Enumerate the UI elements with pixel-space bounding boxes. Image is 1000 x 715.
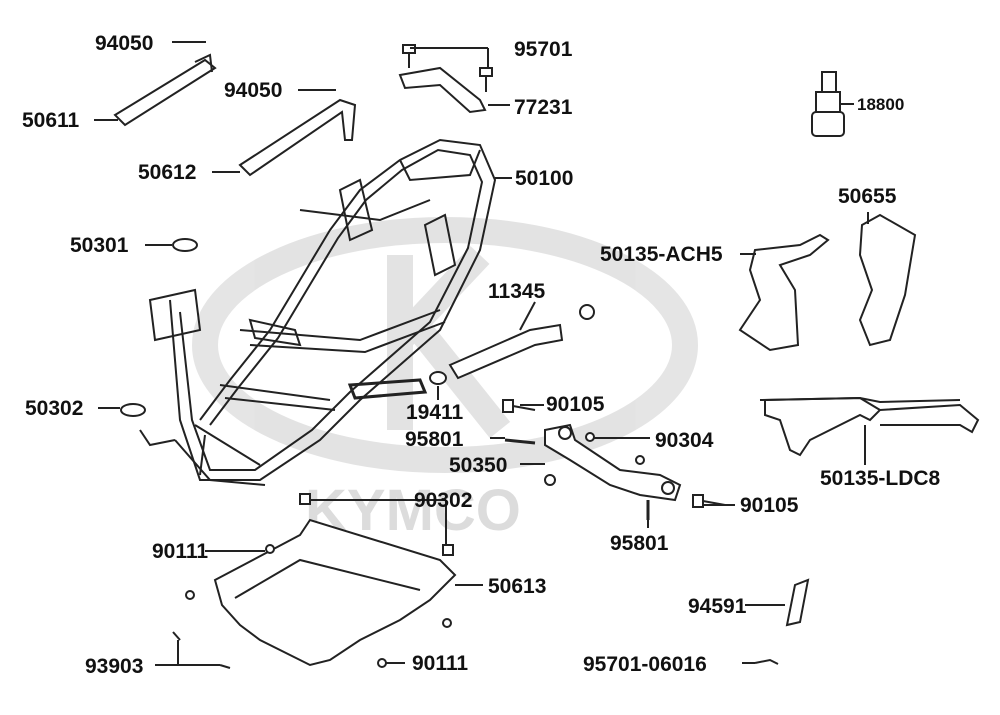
callout-94050-top: 94050 xyxy=(95,32,154,55)
frame-50100 xyxy=(139,138,497,486)
bracket-50135-ach5 xyxy=(738,233,830,352)
callout-50135-ach5: 50135-ACH5 xyxy=(600,243,723,266)
callout-94591: 94591 xyxy=(688,595,747,618)
callout-90105-lower: 90105 xyxy=(740,494,799,517)
leader-lines xyxy=(94,41,869,666)
bracket-77231 xyxy=(398,66,487,114)
callout-50612: 50612 xyxy=(138,161,197,184)
bracket-50135-ldc8 xyxy=(759,396,980,457)
panel-50613 xyxy=(213,518,457,667)
screw-90111-a xyxy=(185,544,275,600)
callout-18800: 18800 xyxy=(857,95,905,114)
callout-50350: 50350 xyxy=(449,454,508,477)
callout-90111-left: 90111 xyxy=(152,540,209,563)
callout-90304: 90304 xyxy=(655,429,714,452)
screw-90111-b xyxy=(377,618,452,668)
screw-93903 xyxy=(172,631,231,669)
hanger-50350 xyxy=(544,423,682,502)
rubber-50301 xyxy=(172,238,198,252)
callout-93903: 93903 xyxy=(85,655,144,678)
nut-90304 xyxy=(585,432,595,442)
callout-95801-upper: 95801 xyxy=(405,428,464,451)
callout-50655: 50655 xyxy=(838,185,897,208)
callout-11345: 11345 xyxy=(488,280,546,303)
part-50655 xyxy=(858,213,917,347)
callout-19411: 19411 xyxy=(406,401,464,424)
callout-77231: 77231 xyxy=(514,96,573,119)
callout-90105-upper: 90105 xyxy=(546,393,605,416)
clamp-19411 xyxy=(429,371,447,385)
callout-50613: 50613 xyxy=(488,575,547,598)
callout-50100: 50100 xyxy=(515,167,574,190)
callout-95701: 95701 xyxy=(514,38,573,61)
callout-50302: 50302 xyxy=(25,397,84,420)
bolt-95801-a xyxy=(504,438,536,445)
rubber-50302 xyxy=(120,403,146,417)
part-18800 xyxy=(811,71,845,137)
callout-90111-right: 90111 xyxy=(412,652,469,675)
bolt-95701-06016 xyxy=(754,658,779,665)
bracket-50612 xyxy=(238,98,357,177)
clip-90302-b xyxy=(442,544,454,556)
part-94591 xyxy=(785,578,810,627)
callout-50135-ldc8: 50135-LDC8 xyxy=(820,467,941,490)
callout-90302: 90302 xyxy=(414,489,473,512)
callout-50611: 50611 xyxy=(22,109,80,132)
callout-95801-lower: 95801 xyxy=(610,532,669,555)
callout-50301: 50301 xyxy=(70,234,129,257)
bolt-95701 xyxy=(402,44,493,92)
bolt-90105-a xyxy=(502,399,536,413)
clip-90302-a xyxy=(299,493,311,505)
callout-94050-mid: 94050 xyxy=(224,79,283,102)
bracket-50611 xyxy=(113,53,217,127)
callout-95701-06016: 95701-06016 xyxy=(583,653,707,676)
hose-11345 xyxy=(448,304,595,380)
kymco-watermark xyxy=(192,217,698,473)
